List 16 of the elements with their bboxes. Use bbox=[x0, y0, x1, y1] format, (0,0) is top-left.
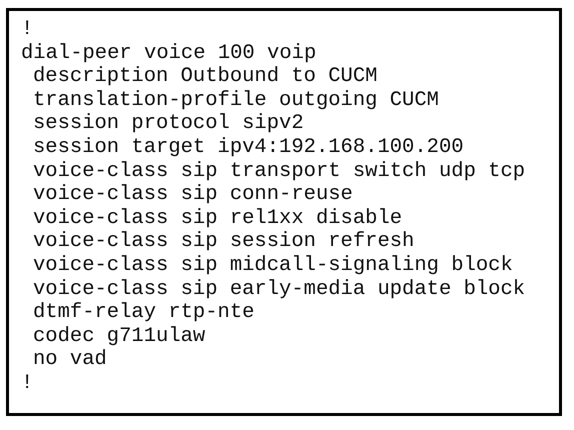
code-line: session protocol sipv2 bbox=[33, 112, 304, 136]
code-line: dial-peer voice 100 voip bbox=[21, 42, 316, 65]
code-line: voice-class sip conn-reuse bbox=[33, 183, 353, 206]
code-line: codec g711ulaw bbox=[33, 324, 206, 348]
code-line: voice-class sip session refresh bbox=[33, 230, 414, 254]
code-line: voice-class sip midcall-signaling block bbox=[33, 254, 513, 277]
code-line: session target ipv4:192.168.100.200 bbox=[33, 136, 464, 159]
code-line: translation-profile outgoing CUCM bbox=[33, 88, 439, 112]
code-line: description Outbound to CUCM bbox=[33, 65, 378, 88]
code-line: ! bbox=[21, 18, 34, 41]
code-line: dtmf-relay rtp-nte bbox=[33, 301, 254, 324]
code-line: voice-class sip rel1xx disable bbox=[33, 206, 402, 230]
code-line: voice-class sip transport switch udp tcp bbox=[33, 160, 526, 183]
code-line: no vad bbox=[33, 348, 107, 372]
code-line: ! bbox=[21, 372, 34, 395]
code-line: voice-class sip early-media update block bbox=[33, 278, 526, 301]
